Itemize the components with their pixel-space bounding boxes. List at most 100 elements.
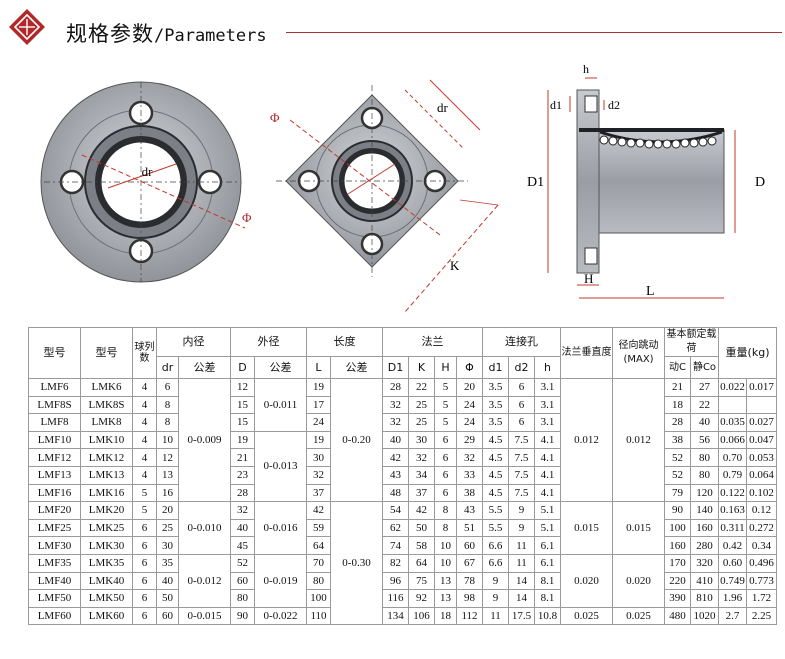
cell-L: 17 xyxy=(306,395,331,415)
side-H-label: H xyxy=(584,271,593,286)
cell-dr: 8 xyxy=(156,413,179,432)
cell-ball-rows: 4 xyxy=(132,430,157,450)
cell-model-lmk: LMK60 xyxy=(80,606,133,626)
cell-static-load: 22 xyxy=(690,395,720,415)
cell-static-load: 810 xyxy=(690,589,720,608)
cell-d2: 6 xyxy=(508,378,535,397)
cell-ball-rows: 5 xyxy=(132,483,157,503)
cell-d2: 7.5 xyxy=(508,483,535,503)
cell-model-lmk: LMK50 xyxy=(80,589,133,608)
cell-dynamic-load: 390 xyxy=(664,589,692,608)
side-d2-label: d2 xyxy=(608,98,620,112)
header-ball-rows: 球列数 xyxy=(132,327,157,379)
cell-D: 52 xyxy=(230,553,255,573)
page-header: 规格参数/Parameters xyxy=(0,0,785,64)
cell-dr: 40 xyxy=(156,571,179,591)
page-title: 规格参数/Parameters xyxy=(66,18,267,48)
cell-dr: 6 xyxy=(156,378,179,397)
side-D-label: D xyxy=(755,175,765,190)
cell-D: 28 xyxy=(230,483,255,503)
cell-K: 42 xyxy=(408,501,435,520)
cell-dr: 60 xyxy=(156,606,179,626)
cell-weight-lmk: 0.496 xyxy=(746,553,778,573)
header-dr: dr xyxy=(156,356,179,379)
cell-phi: 24 xyxy=(456,413,483,432)
cell-d1: 5.5 xyxy=(482,518,509,538)
cell-ball-rows: 6 xyxy=(132,571,157,591)
cell-weight-lmf: 2.7 xyxy=(718,606,748,626)
header-K: K xyxy=(408,356,435,379)
cell-D1: 96 xyxy=(382,571,409,591)
cell-phi: 24 xyxy=(456,395,483,415)
cell-model-lmf: LMF8S xyxy=(28,395,81,415)
cell-D1: 54 xyxy=(382,501,409,520)
cell-model-lmf: LMF30 xyxy=(28,536,81,555)
cell-D1: 32 xyxy=(382,395,409,415)
cell-ball-rows: 6 xyxy=(132,553,157,573)
cell-h: 3.1 xyxy=(533,395,562,415)
cell-dynamic-load: 90 xyxy=(664,501,692,520)
cell-model-lmk: LMK6 xyxy=(80,378,133,397)
cell-static-load: 80 xyxy=(690,465,720,485)
cell-static-load: 27 xyxy=(690,378,720,397)
cell-L: 64 xyxy=(306,536,331,555)
cell-H: 5 xyxy=(434,413,457,432)
cell-model-lmf: LMF10 xyxy=(28,430,81,450)
cell-dr: 35 xyxy=(156,553,179,573)
cell-weight-lmk: 0.064 xyxy=(746,465,778,485)
cell-dr: 30 xyxy=(156,536,179,555)
cell-L-tolerance: 0-0.30 xyxy=(330,501,383,626)
cell-D: 19 xyxy=(230,430,255,450)
header-static-load: 静Co xyxy=(690,356,720,379)
cell-L-tolerance: 0-0.20 xyxy=(330,377,383,503)
cell-d1: 3.5 xyxy=(482,413,509,432)
cell-ball-rows: 6 xyxy=(132,606,157,626)
cell-d1: 4.5 xyxy=(482,483,509,503)
cell-model-lmf: LMF16 xyxy=(28,483,81,503)
cell-d2: 11 xyxy=(508,536,535,555)
square-dr-label: dr xyxy=(437,100,449,115)
cell-D: 60 xyxy=(230,571,255,591)
round-dr-label: dr xyxy=(142,164,154,179)
cell-radial-runout: 0.020 xyxy=(612,553,666,608)
cell-d1: 11 xyxy=(482,606,509,626)
cell-model-lmk: LMK30 xyxy=(80,536,133,555)
side-L-label: L xyxy=(646,284,655,299)
header-h: h xyxy=(533,356,562,379)
cell-D1: 43 xyxy=(382,465,409,485)
side-D1-label: D1 xyxy=(527,175,544,190)
cell-L: 80 xyxy=(306,571,331,591)
cell-radial-runout: 0.025 xyxy=(612,606,666,626)
cell-dr: 25 xyxy=(156,518,179,538)
cell-d1: 6.6 xyxy=(482,553,509,573)
cell-weight-lmf: 0.311 xyxy=(718,518,748,538)
square-phi-label: Φ xyxy=(270,110,280,125)
cell-H: 13 xyxy=(434,589,457,608)
cell-static-load: 40 xyxy=(690,413,720,432)
cell-phi: 29 xyxy=(456,430,483,450)
cell-dynamic-load: 170 xyxy=(664,553,692,573)
parameter-table: 型号 型号 球列数 内径 外径 长度 法兰 连接孔 法兰垂直度 径向跳动(MAX… xyxy=(28,327,778,626)
cell-H: 6 xyxy=(434,430,457,450)
cell-model-lmk: LMK13 xyxy=(80,465,133,485)
cell-dr-tolerance: 0-0.012 xyxy=(178,553,231,608)
cell-dynamic-load: 52 xyxy=(664,465,692,485)
cell-D: 80 xyxy=(230,589,255,608)
cell-L: 100 xyxy=(306,589,331,608)
cell-dr: 50 xyxy=(156,589,179,608)
cell-K: 50 xyxy=(408,518,435,538)
cell-H: 13 xyxy=(434,571,457,591)
cell-h: 6.1 xyxy=(533,536,562,555)
cell-d2: 14 xyxy=(508,571,535,591)
cell-K: 32 xyxy=(408,448,435,467)
cell-L: 19 xyxy=(306,430,331,450)
cell-d2: 7.5 xyxy=(508,430,535,450)
cell-weight-lmf: 0.79 xyxy=(718,465,748,485)
